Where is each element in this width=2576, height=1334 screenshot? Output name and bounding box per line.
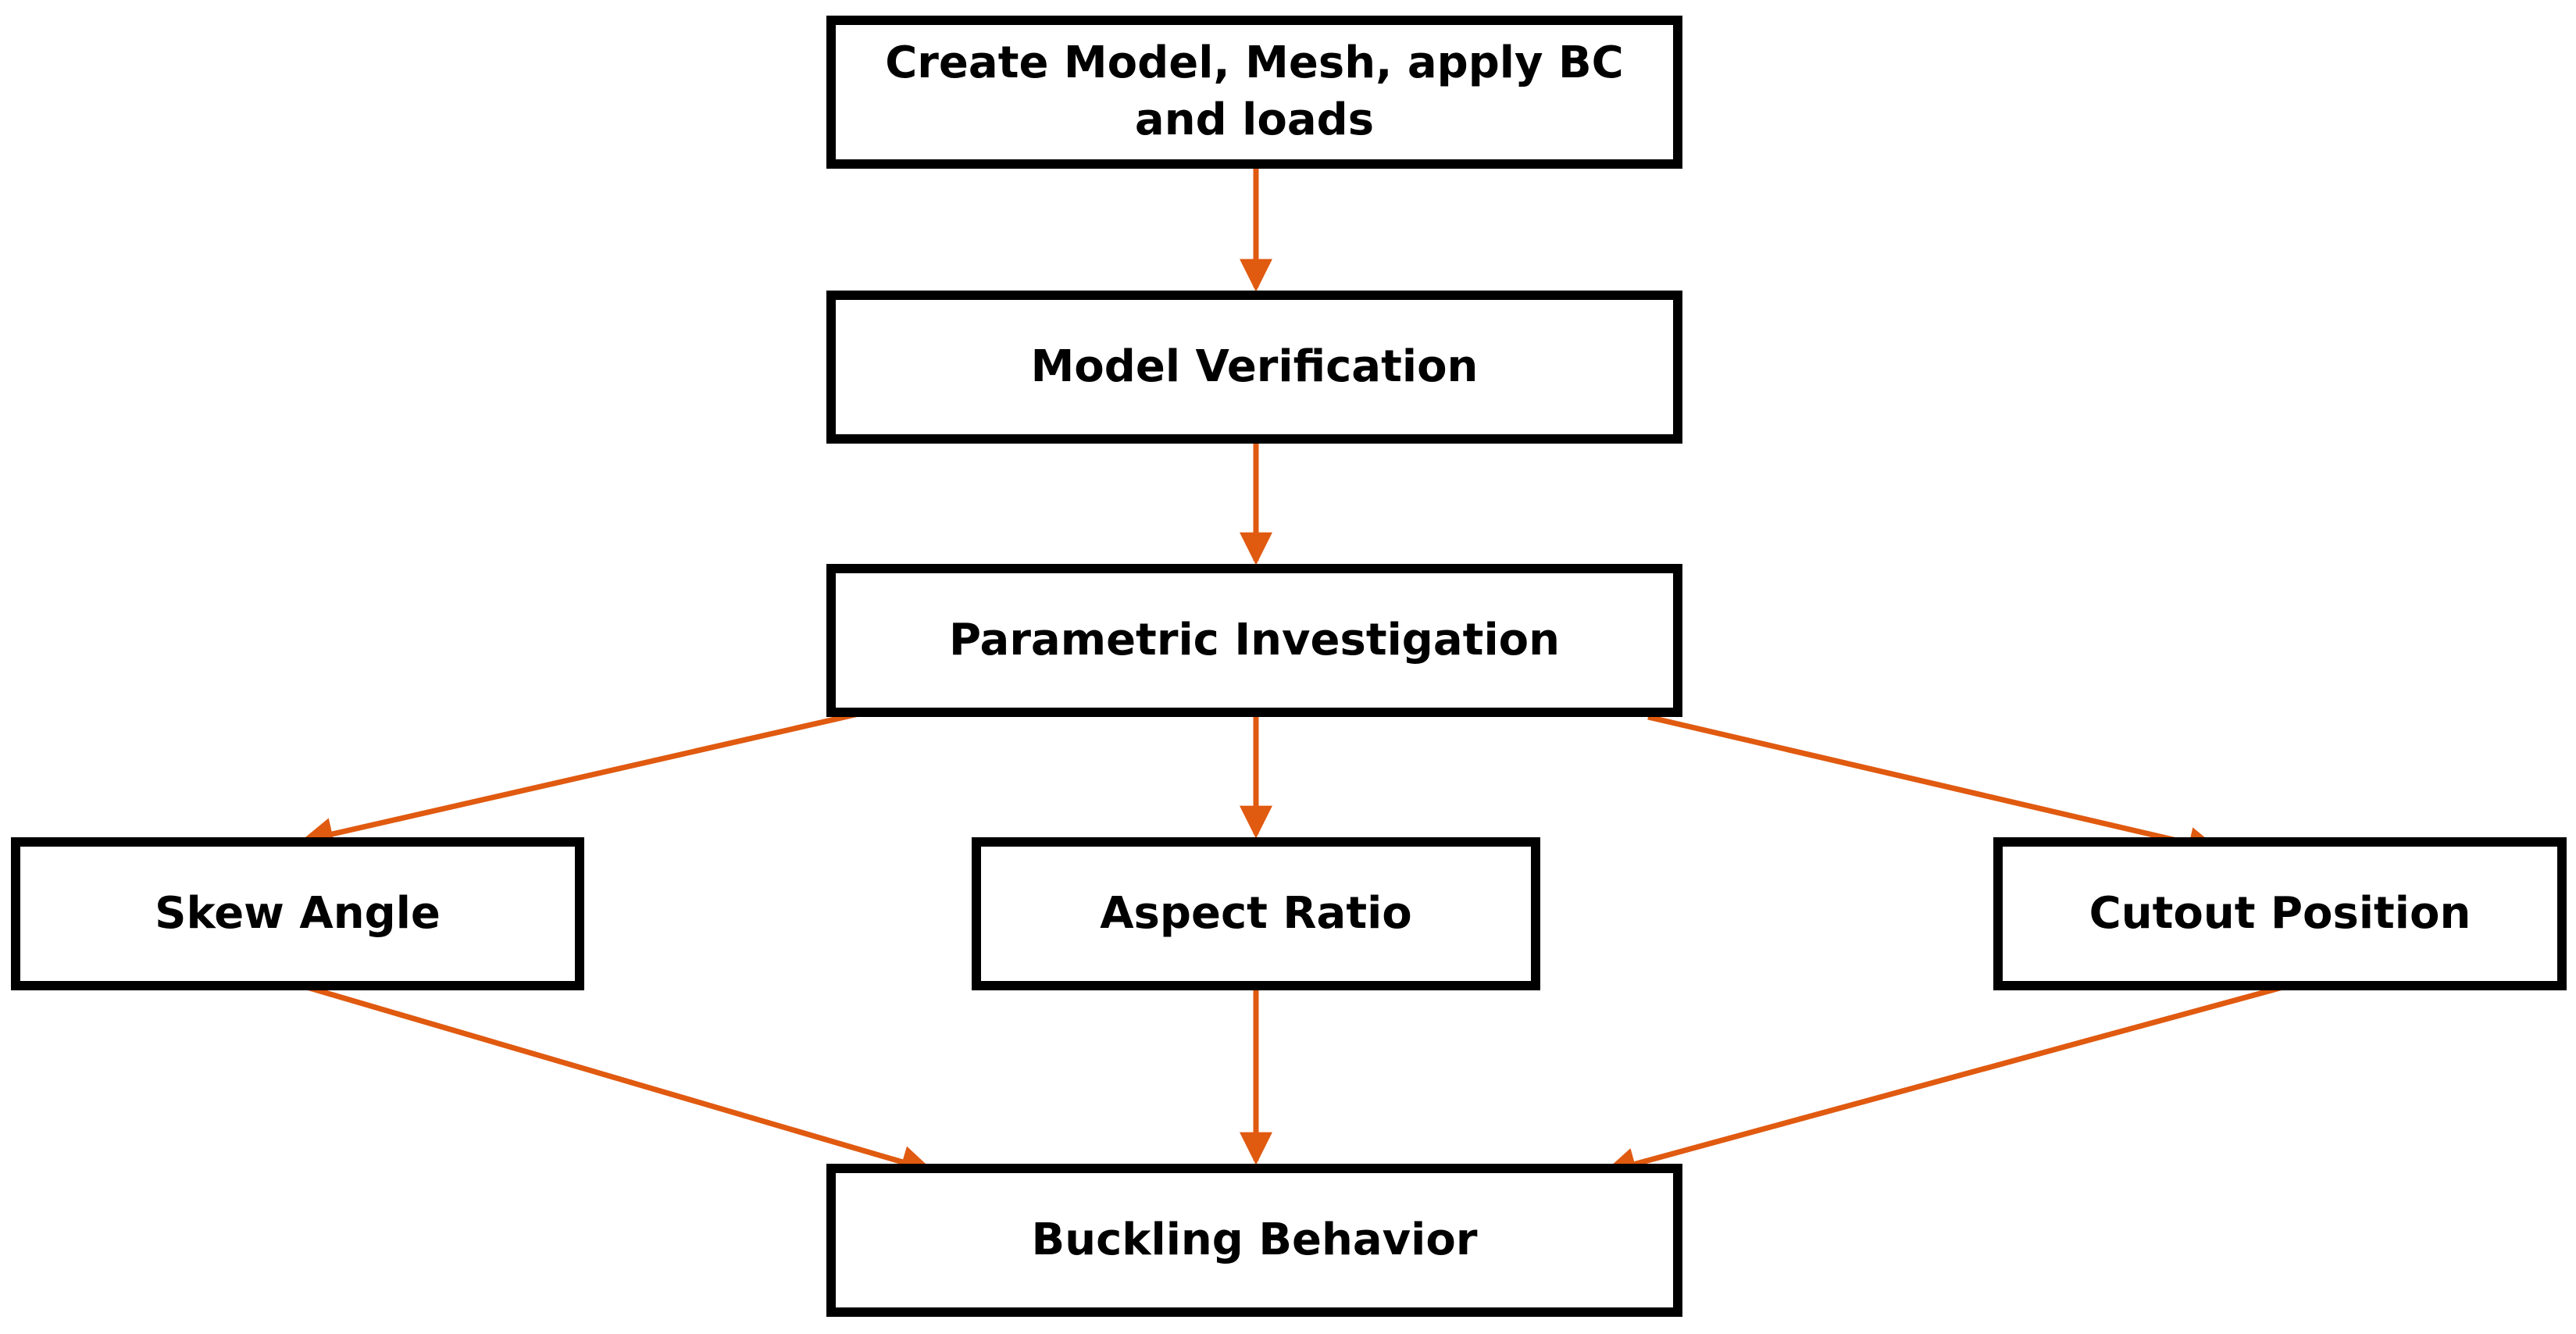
arrow-cutout-to-buckle — [1603, 983, 2289, 1180]
node-aspect-ratio-label: Aspect Ratio — [1100, 887, 1412, 939]
node-cutout-position-label: Cutout Position — [2089, 887, 2471, 939]
node-skew-angle: Skew Angle — [11, 837, 584, 990]
node-buckling-behavior: Buckling Behavior — [826, 1164, 1682, 1317]
arrow-skew-to-buckle — [301, 983, 934, 1178]
node-cutout-position: Cutout Position — [1993, 837, 2567, 990]
node-buckling-behavior-label: Buckling Behavior — [1031, 1214, 1478, 1265]
node-skew-angle-label: Skew Angle — [155, 887, 441, 939]
node-aspect-ratio: Aspect Ratio — [972, 837, 1540, 990]
arrow-param-to-cutout — [1647, 714, 2221, 860]
node-create-model: Create Model, Mesh, apply BC and loads — [826, 16, 1682, 169]
node-parametric-investigation-label: Parametric Investigation — [948, 614, 1560, 665]
node-model-verification: Model Verification — [826, 291, 1682, 444]
node-create-model-label: Create Model, Mesh, apply BC and loads — [885, 37, 1624, 145]
arrow-param-to-skew — [300, 709, 866, 851]
node-model-verification-label: Model Verification — [1030, 341, 1479, 392]
node-parametric-investigation: Parametric Investigation — [826, 564, 1682, 717]
